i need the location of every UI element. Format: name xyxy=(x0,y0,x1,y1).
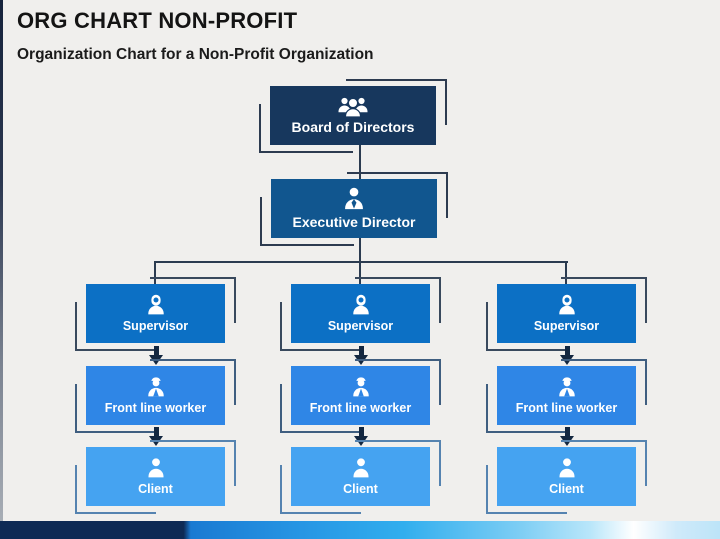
node-executive-director[interactable]: Executive Director xyxy=(260,172,448,246)
page-subtitle: Organization Chart for a Non-Profit Orga… xyxy=(17,46,374,63)
node-label: Supervisor xyxy=(533,319,600,334)
bottom-accent-bar xyxy=(0,521,720,539)
node-supervisor-1[interactable]: Supervisor xyxy=(75,277,236,351)
node-label: Front line worker xyxy=(104,401,207,416)
executive-person-icon xyxy=(341,186,367,212)
group-people-icon xyxy=(336,95,370,118)
node-label: Client xyxy=(138,482,173,497)
node-label: Executive Director xyxy=(292,214,416,231)
node-client-1[interactable]: Client xyxy=(75,440,236,514)
connector-drop-left xyxy=(154,261,156,285)
left-edge-strip xyxy=(0,0,3,521)
node-supervisor-3[interactable]: Supervisor xyxy=(486,277,647,351)
supervisor-person-icon xyxy=(144,293,168,317)
client-person-icon xyxy=(555,456,579,480)
node-client-3[interactable]: Client xyxy=(486,440,647,514)
connector-drop-right xyxy=(565,261,567,285)
node-front-line-worker-3[interactable]: Front line worker xyxy=(486,359,647,433)
node-label: Front line worker xyxy=(309,401,412,416)
connector-drop-center xyxy=(359,261,361,285)
node-label: Front line worker xyxy=(515,401,618,416)
connector-exec-down xyxy=(359,238,361,262)
page-title: ORG CHART NON-PROFIT xyxy=(17,8,298,33)
node-board-of-directors[interactable]: Board of Directors xyxy=(259,79,447,153)
node-front-line-worker-1[interactable]: Front line worker xyxy=(75,359,236,433)
worker-person-icon xyxy=(349,375,373,399)
supervisor-person-icon xyxy=(349,293,373,317)
connector-horizontal xyxy=(154,261,568,263)
node-label: Supervisor xyxy=(122,319,189,334)
node-label: Client xyxy=(343,482,378,497)
worker-person-icon xyxy=(555,375,579,399)
supervisor-person-icon xyxy=(555,293,579,317)
node-supervisor-2[interactable]: Supervisor xyxy=(280,277,441,351)
node-front-line-worker-2[interactable]: Front line worker xyxy=(280,359,441,433)
node-label: Client xyxy=(549,482,584,497)
worker-person-icon xyxy=(144,375,168,399)
node-label: Board of Directors xyxy=(291,119,415,136)
node-client-2[interactable]: Client xyxy=(280,440,441,514)
client-person-icon xyxy=(144,456,168,480)
node-label: Supervisor xyxy=(327,319,394,334)
connector-board-to-exec xyxy=(359,145,361,180)
client-person-icon xyxy=(349,456,373,480)
